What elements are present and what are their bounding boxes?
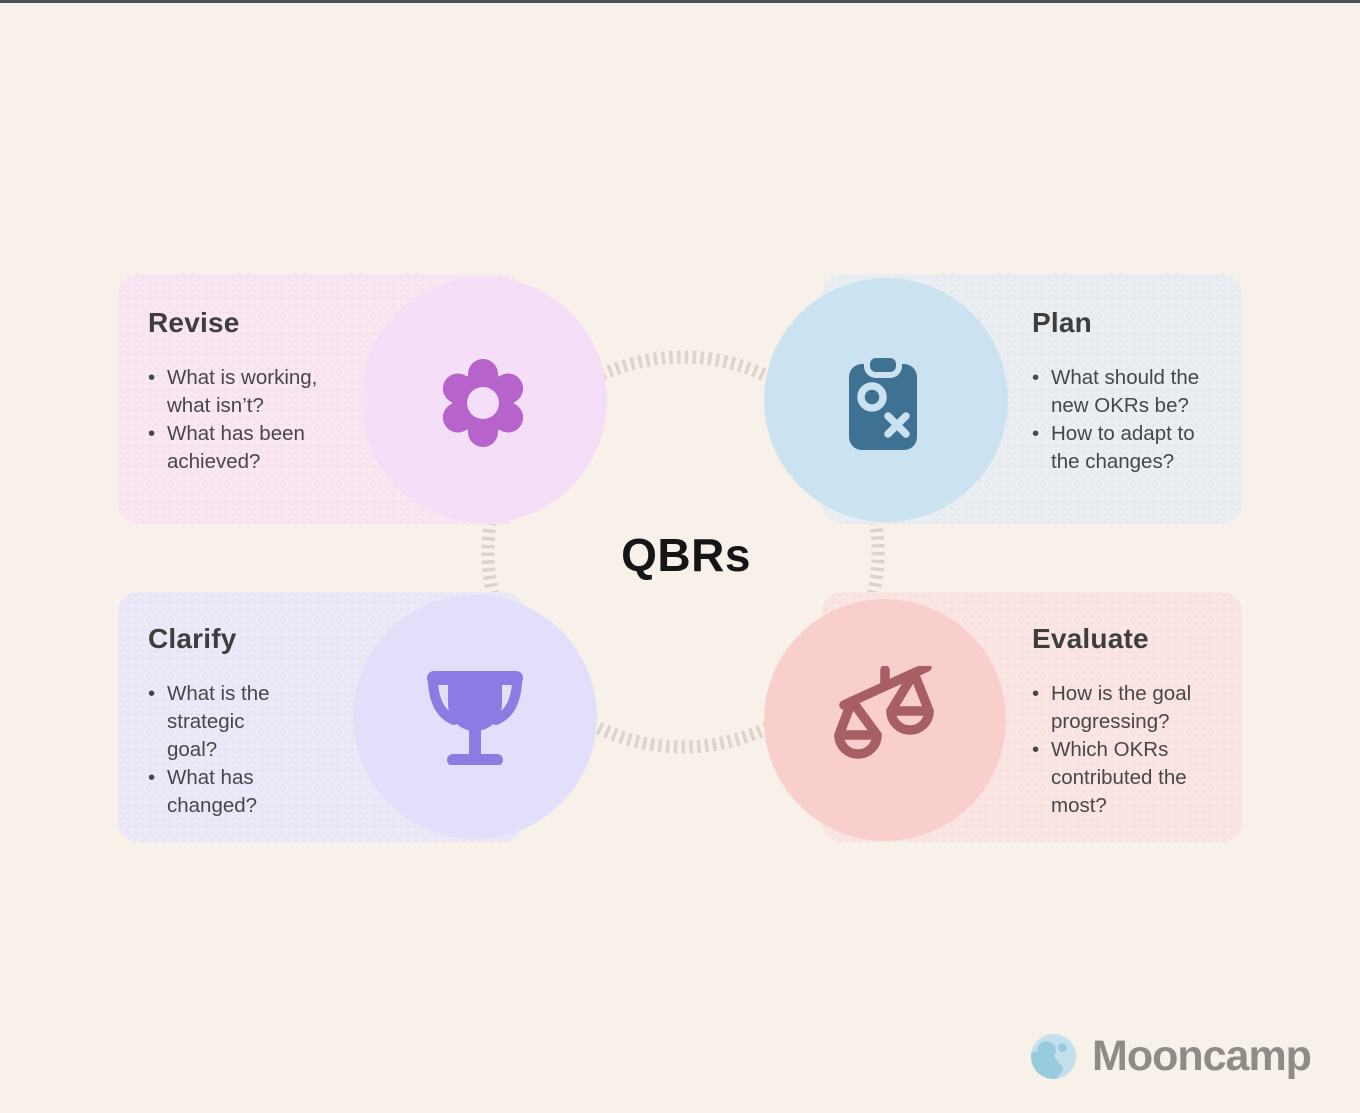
plan-bullet-list: What should the new OKRs be? How to adap… [1032, 364, 1210, 476]
gear-icon [442, 359, 524, 447]
bullet-item: What is working, what isn’t? [148, 364, 336, 420]
top-accent-bar [0, 0, 1360, 3]
evaluate-bullet-list: How is the goal progressing? Which OKRs … [1032, 680, 1210, 820]
card-title-clarify: Clarify [148, 623, 237, 654]
scales-icon [834, 666, 934, 759]
revise-content: Revise What is working, what isn’t? What… [148, 306, 336, 476]
evaluate-content: Evaluate How is the goal progressing? Wh… [1032, 622, 1210, 820]
bullet-item: What is the strategic goal? [148, 680, 300, 764]
clarify-bullet-list: What is the strategic goal? What has cha… [148, 680, 300, 820]
dashed-connector-circle [481, 350, 885, 754]
bullet-item: How is the goal progressing? [1032, 680, 1210, 736]
revise-bullet-list: What is working, what isn’t? What has be… [148, 364, 336, 476]
evaluate-icon-bubble [764, 599, 1006, 841]
moon-icon [1030, 1033, 1077, 1080]
plan-content: Plan What should the new OKRs be? How to… [1032, 306, 1210, 476]
center-title: QBRs [621, 529, 751, 581]
bullet-item: What should the new OKRs be? [1032, 364, 1210, 420]
strategy-clipboard-icon [849, 352, 917, 450]
card-title-plan: Plan [1032, 307, 1092, 338]
bullet-item: What has changed? [148, 764, 300, 820]
bullet-item: What has been achieved? [148, 420, 336, 476]
card-title-revise: Revise [148, 307, 240, 338]
card-title-evaluate: Evaluate [1032, 623, 1149, 654]
mooncamp-logo: Mooncamp [1030, 1032, 1312, 1080]
clarify-content: Clarify What is the strategic goal? What… [148, 622, 300, 820]
brand-name: Mooncamp [1092, 1032, 1312, 1080]
trophy-icon [427, 671, 523, 765]
bullet-item: How to adapt to the changes? [1032, 420, 1210, 476]
bullet-item: Which OKRs contributed the most? [1032, 736, 1210, 820]
